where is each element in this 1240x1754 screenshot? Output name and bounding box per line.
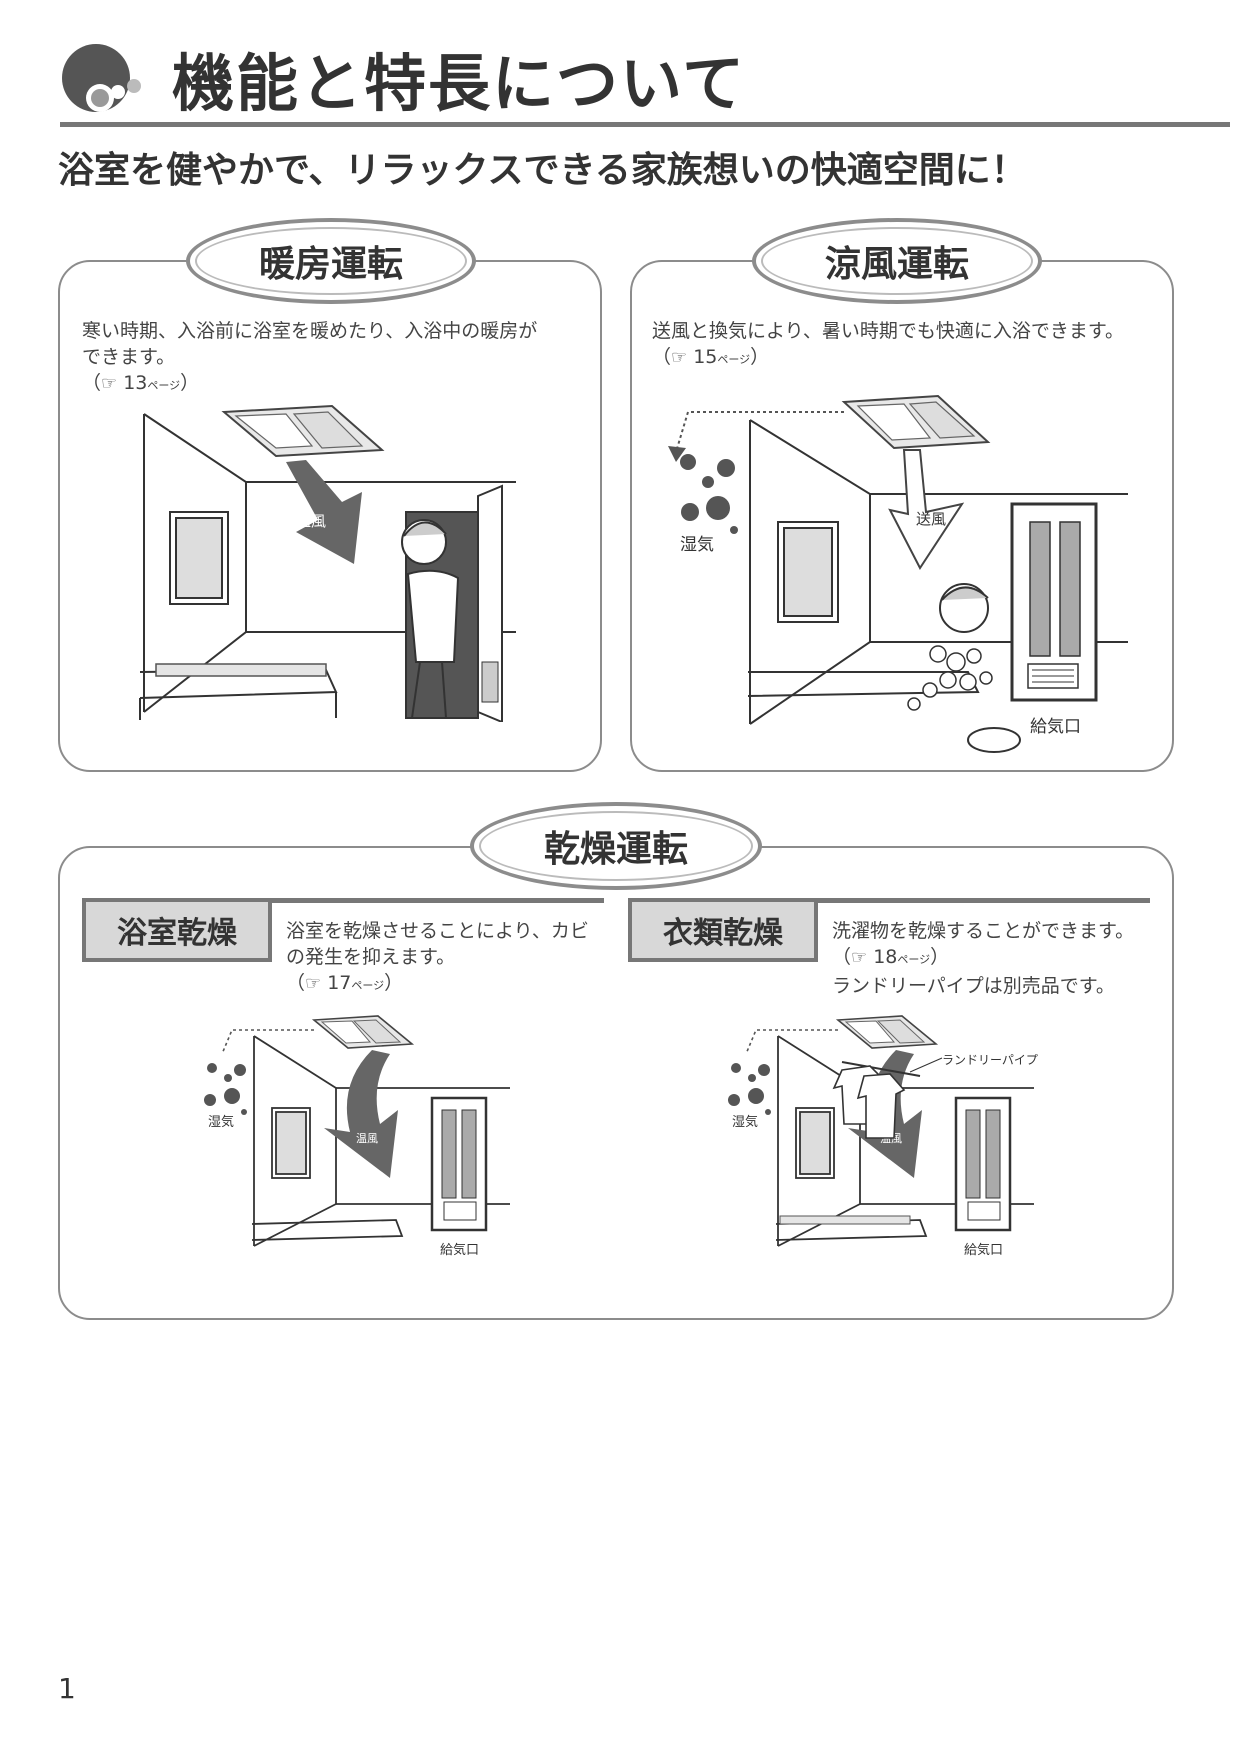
bath-drying-tag: 浴室乾燥 (82, 898, 272, 962)
laundry-pipe-label: ランドリーパイプ (942, 1053, 1038, 1067)
intake-label: 給気口 (1030, 717, 1081, 737)
section-logo-icon (62, 44, 141, 112)
heating-description: 寒い時期、入浴前に浴室を暖めたり、入浴中の暖房が できます。 （☞ 13ページ） (82, 318, 602, 399)
page-title: 機能と特長について (172, 47, 747, 120)
clothes-drying-rule (628, 898, 1150, 903)
clothes-desc-line3: ランドリーパイプは別売品です。 (832, 975, 1115, 997)
heating-desc-line2: できます。 (82, 346, 176, 368)
pointing-hand-icon: ☞ (671, 347, 688, 368)
drying-title-text: 乾燥運転 (543, 829, 688, 870)
humidity-label: 湿気 (680, 535, 714, 555)
intake-label: 給気口 (964, 1242, 1003, 1258)
humidity-label: 湿気 (732, 1114, 758, 1130)
warm-air-label: 温風 (296, 512, 326, 530)
clothes-page-ref: （☞ 18ページ） (832, 946, 950, 968)
humidity-label: 湿気 (208, 1114, 234, 1130)
clothes-drying-description: 洗濯物を乾燥することができます。 （☞ 18ページ） ランドリーパイプは別売品で… (832, 918, 1172, 999)
clothes-drying-tag: 衣類乾燥 (628, 898, 818, 962)
heating-desc-line1: 寒い時期、入浴前に浴室を暖めたり、入浴中の暖房が (82, 320, 538, 342)
bath-desc-line1: 浴室を乾燥させることにより、カビ (286, 920, 589, 942)
bath-desc-line2: の発生を抑えます。 (286, 946, 456, 968)
bath-drying-tag-text: 浴室乾燥 (117, 916, 237, 951)
bath-drying-illustration: 湿気 温風 給気口 (204, 1015, 510, 1258)
cooling-description: 送風と換気により、暑い時期でも快適に入浴できます。 （☞ 15ページ） (652, 318, 1172, 373)
page-number: 1 (58, 1672, 76, 1705)
drying-title: 乾燥運転 (470, 802, 762, 890)
clothes-drying-illustration: 湿気 温風 ランドリーパイプ 給気口 (728, 1015, 1038, 1258)
clothes-drying-tag-text: 衣類乾燥 (663, 916, 783, 951)
heating-illustration: 温風 (139, 404, 516, 722)
bath-drying-rule (82, 898, 604, 903)
pointing-hand-icon: ☞ (305, 973, 322, 994)
clothes-desc-line1: 洗濯物を乾燥することができます。 (832, 920, 1135, 942)
cooling-title-text: 涼風運転 (824, 244, 969, 285)
bath-drying-description: 浴室を乾燥させることにより、カビ の発生を抑えます。 （☞ 17ページ） (286, 918, 606, 999)
heating-title: 暖房運転 (186, 218, 476, 304)
air-label: 送風 (916, 510, 946, 528)
page-subtitle: 浴室を健やかで、リラックスできる家族想いの快適空間に！ (58, 150, 1027, 191)
pointing-hand-icon: ☞ (851, 947, 868, 968)
bath-page-ref: （☞ 17ページ） (286, 972, 404, 994)
cooling-desc-line1: 送風と換気により、暑い時期でも快適に入浴できます。 (652, 320, 1124, 342)
cooling-title: 涼風運転 (752, 218, 1042, 304)
heating-title-text: 暖房運転 (258, 244, 403, 285)
cooling-illustration: 湿気 送風 給気口 (668, 394, 1128, 753)
heating-page-ref: （☞ 13ページ） (82, 372, 200, 394)
intake-label: 給気口 (440, 1242, 479, 1258)
warm-air-label: 温風 (356, 1132, 378, 1145)
cooling-page-ref: （☞ 15ページ） (652, 346, 770, 368)
pointing-hand-icon: ☞ (101, 373, 118, 394)
title-divider (60, 122, 1230, 127)
